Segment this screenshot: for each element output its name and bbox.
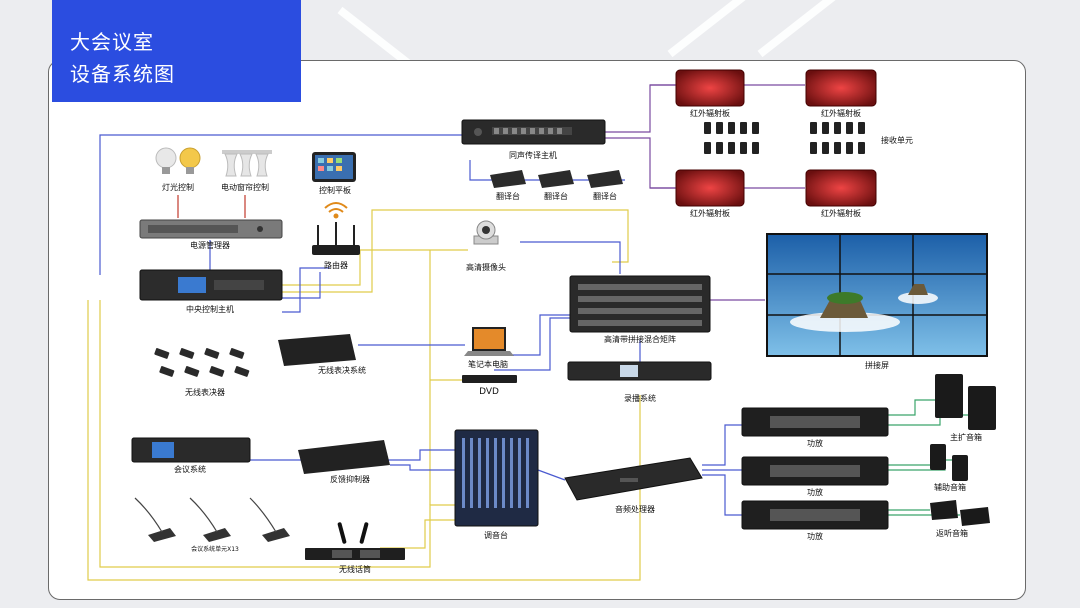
video-wall-device bbox=[766, 233, 988, 357]
matrix-label: 高清带拼接混合矩阵 bbox=[604, 334, 676, 344]
mixer-label: 调音台 bbox=[484, 530, 508, 540]
bulb-icon bbox=[155, 147, 201, 174]
curtain-control-label: 电动窗帘控制 bbox=[221, 182, 269, 192]
camera-icon bbox=[473, 220, 499, 245]
wireless-mic-device bbox=[305, 522, 405, 560]
connection-lines bbox=[87, 84, 968, 581]
amp-label: 功放 bbox=[807, 531, 823, 541]
aux-speaker-label: 辅助音箱 bbox=[934, 482, 966, 492]
feedback-suppressor-label: 反馈抑制器 bbox=[330, 474, 370, 484]
power-manager-device bbox=[139, 219, 283, 239]
return-speaker-icon bbox=[930, 500, 990, 526]
router-label: 路由器 bbox=[324, 260, 348, 270]
video-wall-label: 拼接屏 bbox=[865, 360, 889, 370]
laptop-icon bbox=[464, 327, 514, 356]
matrix-device bbox=[569, 275, 711, 333]
ir-panel-label: 红外辐射板 bbox=[690, 108, 730, 118]
wireless-vote-label: 无线表决系统 bbox=[318, 365, 366, 375]
receiver-unit-icon bbox=[704, 122, 865, 154]
power-manager-label: 电源管理器 bbox=[190, 240, 230, 250]
wifi-icon bbox=[324, 202, 348, 219]
amplifier-device bbox=[741, 407, 889, 530]
title-box: 大会议室 设备系统图 bbox=[52, 0, 301, 102]
curtain-icon bbox=[222, 150, 272, 177]
feedback-suppressor-device bbox=[298, 440, 390, 474]
laptop-label: 笔记本电脑 bbox=[468, 359, 508, 369]
interpretation-host-label: 同声传译主机 bbox=[509, 150, 557, 160]
main-speaker-icon bbox=[935, 374, 996, 430]
wireless-vote-device bbox=[278, 334, 356, 366]
return-speaker-label: 返听音箱 bbox=[936, 528, 968, 538]
amp-label: 功放 bbox=[807, 438, 823, 448]
light-control-label: 灯光控制 bbox=[162, 182, 194, 192]
central-control-label: 中央控制主机 bbox=[186, 304, 234, 314]
main-speaker-label: 主扩音箱 bbox=[950, 432, 982, 442]
interpreter-desk-device bbox=[490, 170, 623, 188]
audio-processor-device bbox=[564, 457, 703, 501]
voter-label: 无线表决器 bbox=[185, 387, 225, 397]
interpreter-desk-label: 翻译台 bbox=[496, 191, 520, 201]
audio-processor-label: 音频处理器 bbox=[615, 504, 655, 514]
camera-label: 高清摄像头 bbox=[466, 262, 506, 272]
central-control-device bbox=[139, 269, 283, 301]
amp-label: 功放 bbox=[807, 487, 823, 497]
interpreter-desk-label: 翻译台 bbox=[593, 191, 617, 201]
tablet-icon bbox=[312, 152, 356, 182]
conf-units-label: 会议系统单元X13 bbox=[191, 545, 239, 553]
conference-mic-icon bbox=[134, 497, 290, 542]
ir-panel-label: 红外辐射板 bbox=[821, 108, 861, 118]
recorder-label: 录播系统 bbox=[624, 393, 656, 403]
interpreter-desk-label: 翻译台 bbox=[544, 191, 568, 201]
mixer-device bbox=[454, 429, 539, 527]
dvd-label: DVD bbox=[479, 387, 499, 397]
recorder-device bbox=[567, 361, 712, 381]
ir-panel-device bbox=[675, 69, 877, 207]
interpretation-host-device bbox=[461, 119, 606, 145]
ir-panel-label: 红外辐射板 bbox=[821, 208, 861, 218]
wireless-mic-label: 无线话筒 bbox=[339, 564, 371, 574]
title-line-1: 大会议室 bbox=[70, 30, 154, 54]
aux-speaker-icon bbox=[930, 444, 968, 481]
router-device bbox=[312, 222, 360, 255]
dvd-device bbox=[462, 375, 517, 383]
title-line-2: 设备系统图 bbox=[70, 62, 175, 86]
tablet-label: 控制平板 bbox=[319, 185, 351, 195]
conference-label: 会议系统 bbox=[174, 464, 206, 474]
voter-keypad-icon bbox=[154, 348, 250, 377]
conference-host-device bbox=[131, 437, 251, 463]
receiver-unit-label: 接收单元 bbox=[881, 135, 913, 145]
ir-panel-label: 红外辐射板 bbox=[690, 208, 730, 218]
